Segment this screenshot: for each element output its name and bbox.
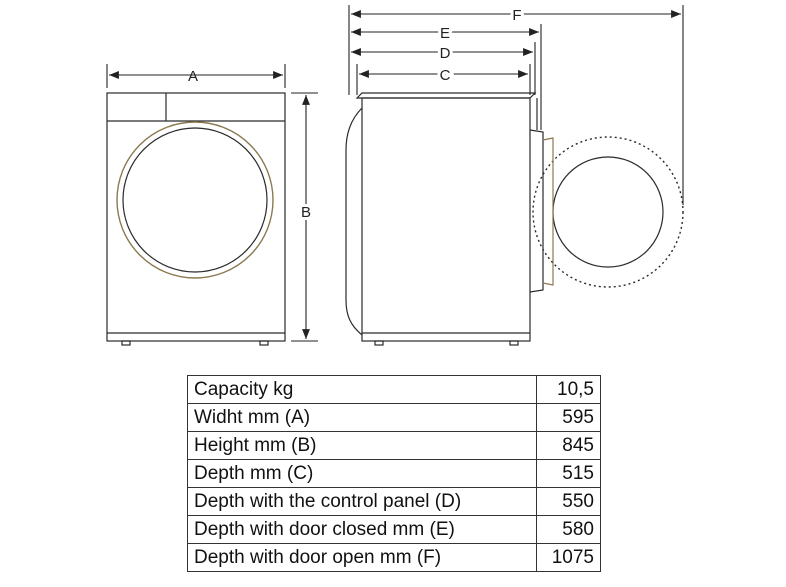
- front-view: [106, 92, 286, 346]
- side-body: [361, 97, 531, 342]
- side-rear-bulge: [345, 107, 363, 336]
- spec-label: Depth with door open mm (F): [187, 543, 537, 572]
- spec-row: Depth with door open mm (F)1075: [187, 543, 601, 572]
- spec-row: Depth mm (C)515: [187, 459, 601, 488]
- dimension-a: [106, 64, 286, 88]
- spec-label: Depth with the control panel (D): [187, 487, 537, 516]
- side-extension-lines: [348, 5, 684, 205]
- dimension-label-f: F: [512, 7, 521, 24]
- spec-value: 595: [536, 403, 601, 432]
- side-view: [345, 92, 544, 346]
- front-door-inner: [122, 127, 268, 273]
- dimension-label-e: E: [440, 25, 450, 42]
- dimension-label-d: D: [440, 45, 451, 62]
- spec-row: Depth with door closed mm (E)580: [187, 515, 601, 544]
- front-door-outer: [116, 121, 274, 279]
- dryer-dimension-drawing: A B F E D C: [106, 4, 684, 346]
- open-door-outer-dotted: [532, 136, 684, 288]
- side-foot-right: [509, 340, 519, 346]
- dimension-label-b: B: [301, 204, 311, 221]
- spec-value: 1075: [536, 543, 601, 572]
- spec-label: Widht mm (A): [187, 403, 537, 432]
- spec-value: 550: [536, 487, 601, 516]
- front-foot-left: [121, 340, 131, 346]
- dimension-b: [291, 92, 318, 342]
- spec-row: Widht mm (A)595: [187, 403, 601, 432]
- spec-value: 515: [536, 459, 601, 488]
- open-door-glass: [552, 156, 664, 268]
- spec-label: Height mm (B): [187, 431, 537, 460]
- dimension-label-c: C: [440, 67, 451, 84]
- dimension-label-a: A: [188, 68, 198, 85]
- front-body: [106, 92, 286, 342]
- side-foot-left: [374, 340, 384, 346]
- spec-label: Depth with door closed mm (E): [187, 515, 537, 544]
- spec-value: 580: [536, 515, 601, 544]
- side-control-panel: [355, 92, 537, 99]
- side-door-closed: [529, 129, 544, 293]
- spec-label: Depth mm (C): [187, 459, 537, 488]
- spec-value: 845: [536, 431, 601, 460]
- spec-row: Depth with the control panel (D)550: [187, 487, 601, 516]
- spec-row: Height mm (B)845: [187, 431, 601, 460]
- open-door-frame: [542, 137, 554, 286]
- spec-value: 10,5: [536, 375, 601, 404]
- spec-label: Capacity kg: [187, 375, 537, 404]
- open-door: [532, 136, 684, 288]
- front-foot-right: [259, 340, 269, 346]
